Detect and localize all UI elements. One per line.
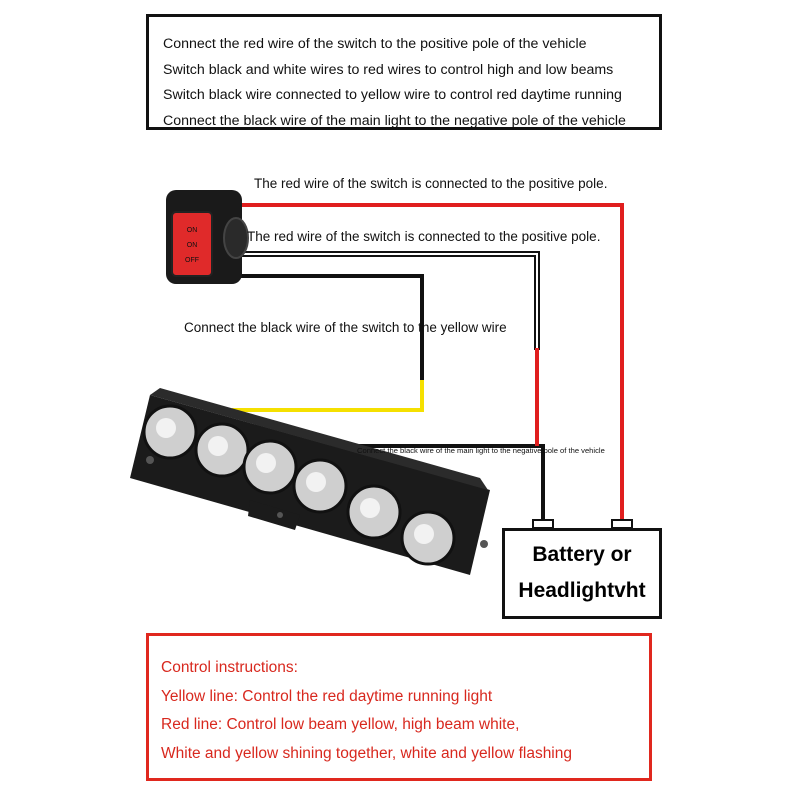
control-instructions-title: Control instructions: [161, 659, 298, 676]
label-main-light-negative: Connect the black wire of the main light… [357, 446, 605, 455]
control-instructions-yellow: Yellow line: Control the red daytime run… [161, 687, 493, 705]
switch-black-wire [238, 274, 424, 382]
instruction-line-3: Switch black wire connected to yellow wi… [163, 87, 622, 103]
battery-box: Battery or Headlightvht [502, 528, 662, 619]
control-instructions-red: Red line: Control low beam yellow, high … [161, 716, 520, 733]
label-red-wire-second: The red wire of the switch is connected … [247, 229, 601, 244]
switch-icon [166, 190, 249, 284]
switch-label-on-2: ON [187, 242, 198, 249]
instruction-line-2: Switch black and white wires to red wire… [163, 61, 614, 78]
label-red-wire-top: The red wire of the switch is connected … [254, 176, 608, 191]
control-instructions-white-yellow: White and yellow shining together, white… [161, 744, 572, 762]
light-bar-icon [130, 388, 490, 575]
top-instructions-box: Connect the red wire of the switch to th… [146, 14, 662, 130]
red-wire [238, 203, 624, 522]
switch-label-off: OFF [185, 257, 199, 264]
instruction-line-1: Connect the red wire of the switch to th… [163, 36, 587, 52]
switch-label-on-1: ON [187, 227, 198, 234]
white-wire [238, 251, 540, 350]
main-light-black-wire [330, 444, 545, 522]
control-instructions-box: Control instructions: Yellow line: Contr… [146, 633, 652, 781]
battery-line-2: Headlightvht [518, 579, 646, 602]
label-black-to-yellow: Connect the black wire of the switch to … [184, 320, 507, 335]
battery-line-1: Battery or [532, 543, 632, 566]
yellow-wire [232, 380, 424, 412]
instruction-line-4: Connect the black wire of the main light… [163, 112, 626, 129]
